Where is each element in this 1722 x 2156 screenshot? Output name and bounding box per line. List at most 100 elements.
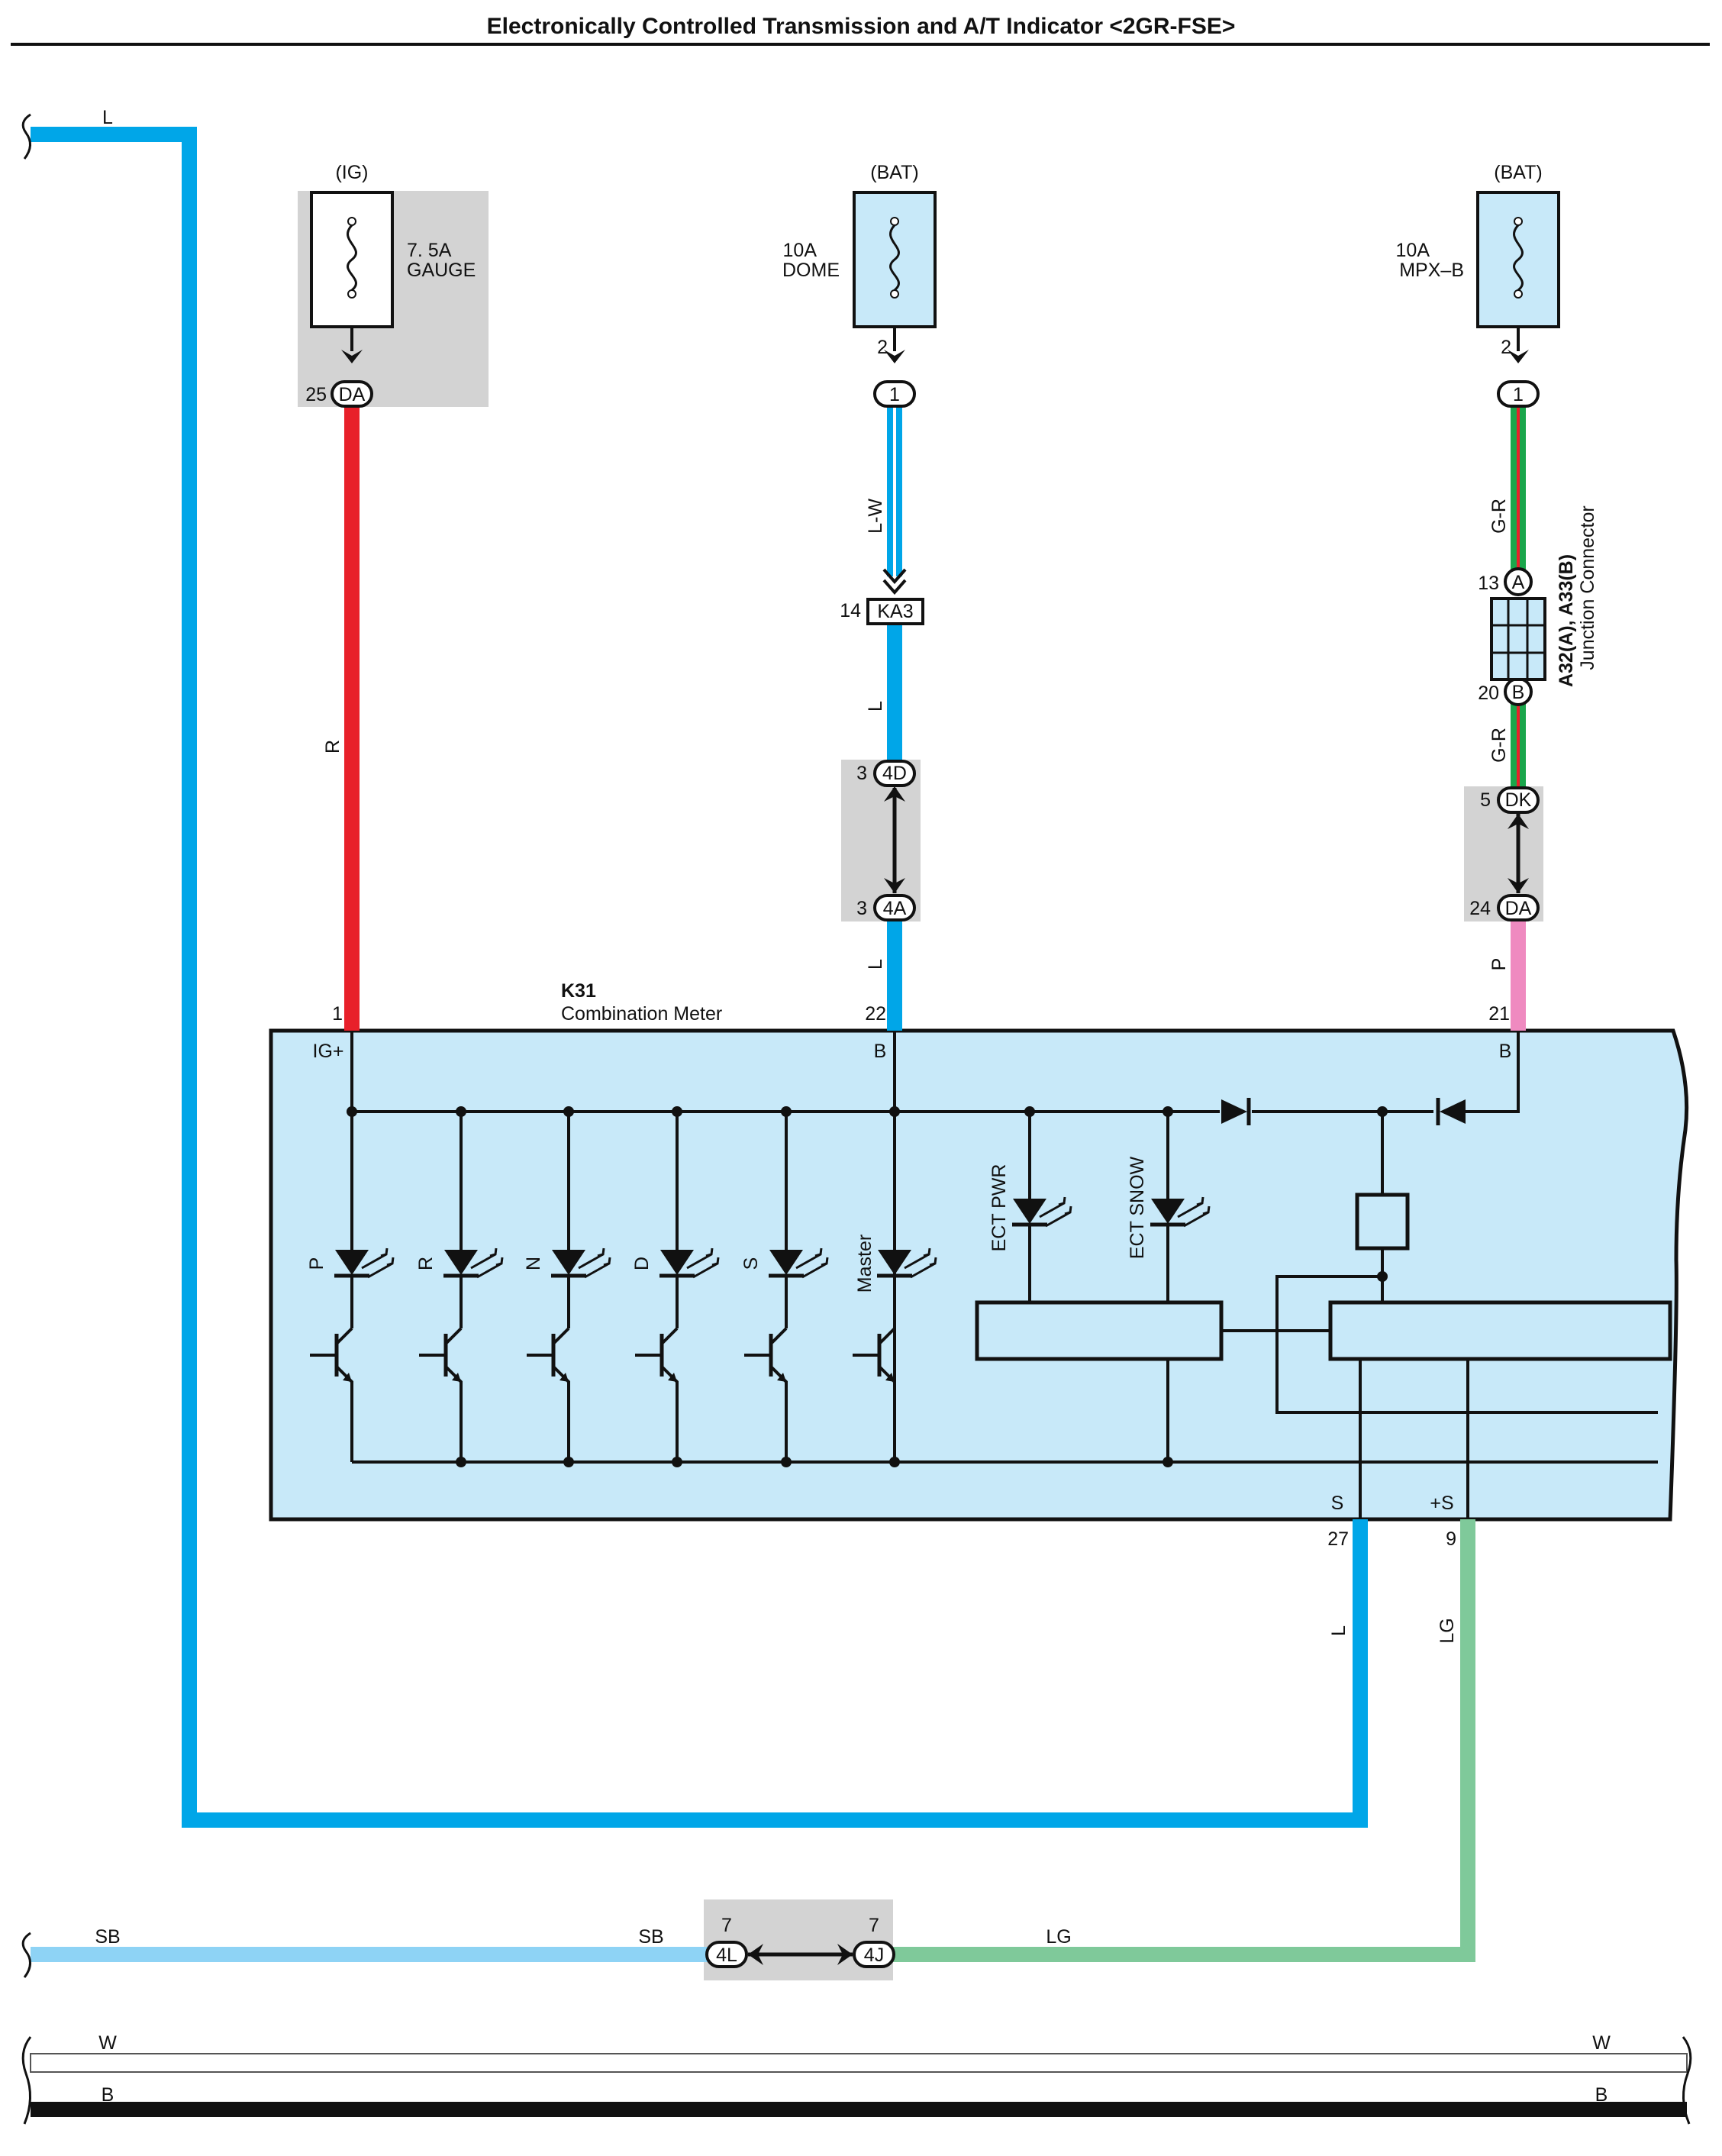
ect-driver-block xyxy=(975,1300,1224,1361)
led-label-p: P xyxy=(306,1257,327,1270)
connector-label: B xyxy=(1512,682,1525,703)
wire-w xyxy=(30,2053,1688,2073)
connector-da-pill xyxy=(331,380,373,408)
led-label-n: N xyxy=(523,1257,544,1270)
wire-label: L xyxy=(1328,1625,1350,1636)
connector-label: 4A xyxy=(883,898,907,919)
indicator-ect-pwr: ECT PWR xyxy=(988,1164,1072,1252)
wire-label: L xyxy=(865,959,886,970)
indicator-s: S xyxy=(740,1112,829,1462)
fuse-rating-label: 7. 5A xyxy=(407,240,452,261)
led-label-r: R xyxy=(415,1257,437,1270)
connector-label: DK xyxy=(1505,789,1532,811)
pin-label: 22 xyxy=(865,1003,886,1025)
connector-label: 1 xyxy=(1513,384,1524,405)
connector-4l-pill xyxy=(705,1941,748,1968)
wire-label: W xyxy=(1592,2032,1611,2054)
wire-break-mark xyxy=(1682,2036,1692,2125)
pin-label: 2 xyxy=(1501,337,1511,358)
diodes xyxy=(1221,1098,1466,1125)
indicator-n: N xyxy=(523,1112,611,1462)
wire-label: LG xyxy=(1437,1618,1458,1643)
fuse-source-label: (BAT) xyxy=(1494,162,1542,183)
fuse-rating-label: 10A xyxy=(1396,240,1430,261)
meter-ecu-block xyxy=(1328,1300,1672,1361)
arrow-right xyxy=(837,1944,853,1965)
indicator-ect-snow: ECT SNOW xyxy=(1127,1156,1211,1259)
junction-connector-symbol xyxy=(1490,597,1546,681)
pin-label: 20 xyxy=(1478,683,1499,704)
wire-lg xyxy=(887,1519,1475,1962)
connector-a-circle xyxy=(1504,567,1533,596)
pin-label: 9 xyxy=(1446,1528,1456,1550)
fuse-gauge xyxy=(310,191,394,363)
meter-name: Combination Meter xyxy=(561,1003,722,1025)
connector-1-dome-pill xyxy=(873,380,916,408)
wire-l-loop xyxy=(31,127,1368,1828)
connector-4d-pill xyxy=(873,760,916,787)
pin-label: 27 xyxy=(1327,1528,1349,1550)
wire-label: B xyxy=(102,2084,114,2106)
connector-label: KA3 xyxy=(877,601,913,622)
wire-break-mark xyxy=(21,113,31,160)
pin-label: 13 xyxy=(1478,573,1499,594)
ka3-arrow xyxy=(882,568,907,595)
led-label-ect-pwr: ECT PWR xyxy=(988,1164,1010,1252)
fuse-source-label: (IG) xyxy=(335,162,368,183)
arrow-up xyxy=(1508,814,1529,829)
wire-label: R xyxy=(322,740,343,754)
connector-label: DA xyxy=(1505,898,1532,919)
pin-label: 5 xyxy=(1480,789,1491,811)
indicator-master: Master xyxy=(853,1235,937,1383)
junction-connector-id: A32(A), A33(B) xyxy=(1556,554,1577,687)
connector-label: DA xyxy=(339,384,366,405)
indicator-r: R xyxy=(415,1112,504,1462)
fuse-mpx-b xyxy=(1476,191,1560,363)
pin-label: 3 xyxy=(856,763,867,784)
arrow-down xyxy=(884,878,905,893)
connector-label: 4D xyxy=(882,763,907,784)
indicator-d: D xyxy=(631,1112,720,1462)
connector-label: 1 xyxy=(889,384,900,405)
wire-label: L xyxy=(102,107,113,128)
indicator-p: P xyxy=(306,1112,395,1462)
terminal-label: B xyxy=(1499,1041,1512,1062)
terminal-label: +S xyxy=(1430,1493,1453,1514)
pin-label: 25 xyxy=(305,384,327,405)
led-label-master: Master xyxy=(854,1235,876,1293)
connector-4l-4j-shade xyxy=(704,1899,893,1980)
pin-label: 7 xyxy=(721,1915,732,1936)
pin-label: 24 xyxy=(1469,898,1491,919)
junction-connector-name: Junction Connector xyxy=(1577,505,1598,670)
connector-label: 4L xyxy=(716,1945,737,1966)
wire-break-mark xyxy=(21,2036,32,2125)
wire-label: SB xyxy=(95,1926,120,1948)
connector-4d-4a-shade xyxy=(841,760,921,921)
wire-label: W xyxy=(98,2032,117,2054)
connector-da2-pill xyxy=(1497,894,1540,921)
wire-label: G-R xyxy=(1488,499,1510,534)
terminal-label: B xyxy=(874,1041,887,1062)
terminal-label: S xyxy=(1331,1493,1344,1514)
wire-label: B xyxy=(1595,2084,1608,2106)
combination-meter-box xyxy=(269,1028,1689,1522)
led-label-s: S xyxy=(740,1257,762,1270)
connector-label: 4J xyxy=(864,1945,884,1966)
arrow-up xyxy=(884,786,905,802)
fuse-source-label: (BAT) xyxy=(870,162,918,183)
connector-4j-pill xyxy=(853,1941,895,1968)
arrow-down xyxy=(1508,878,1529,893)
wire-label: L-W xyxy=(865,499,886,534)
terminal-label: IG+ xyxy=(313,1041,344,1062)
arrow-left xyxy=(748,1944,763,1965)
wire-label: G-R xyxy=(1488,728,1510,763)
pin-label: 14 xyxy=(840,600,861,621)
fuse-name-label: GAUGE xyxy=(407,260,476,281)
pin-label: 1 xyxy=(332,1003,343,1025)
led-label-d: D xyxy=(631,1257,653,1270)
connector-4a-pill xyxy=(873,894,916,921)
relay-coil xyxy=(1355,1193,1410,1251)
led-label-ect-snow: ECT SNOW xyxy=(1127,1156,1148,1259)
wire-label: LG xyxy=(1046,1926,1071,1948)
